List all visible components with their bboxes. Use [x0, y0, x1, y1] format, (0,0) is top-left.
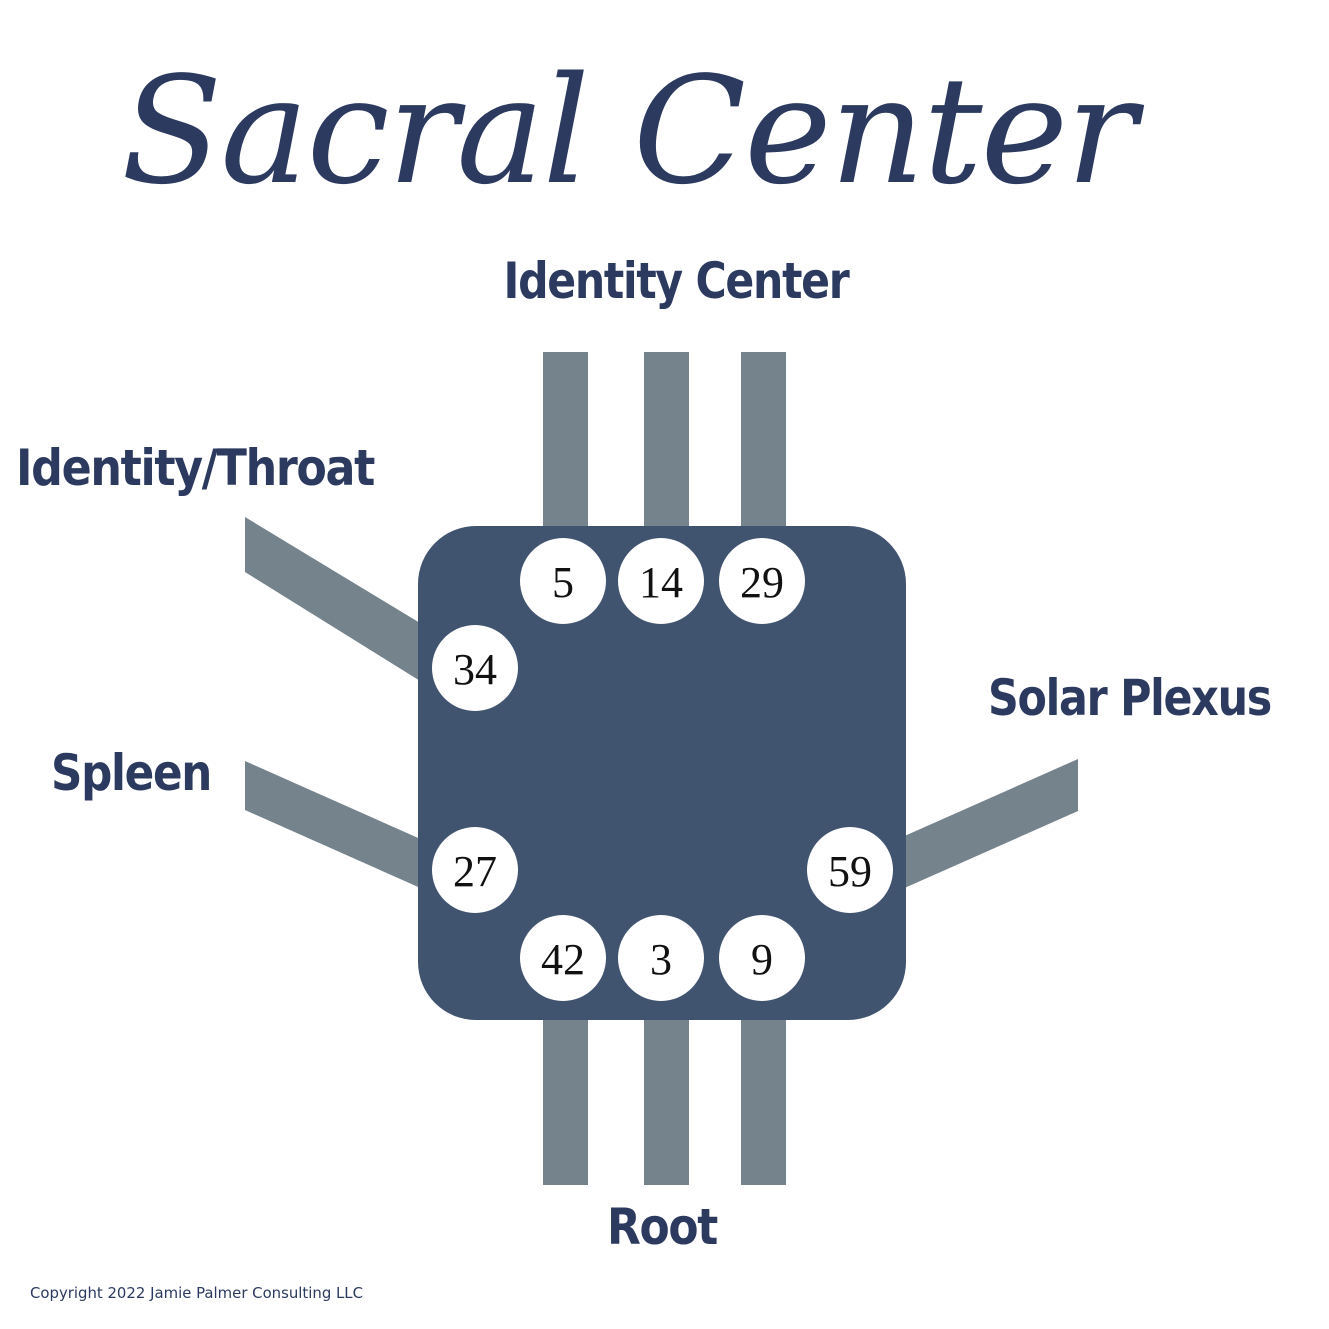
- copyright-notice: Copyright 2022 Jamie Palmer Consulting L…: [30, 1284, 363, 1302]
- gate-circle: [807, 827, 893, 913]
- channel-solar-plexus: [900, 759, 1078, 890]
- gate-34: 34: [432, 625, 518, 711]
- channel-bottom-3: [741, 1010, 786, 1185]
- label-solar-plexus: Solar Plexus: [988, 669, 1271, 727]
- gate-number: 14: [639, 558, 683, 607]
- gate-14: 14: [618, 538, 704, 624]
- gate-number: 42: [541, 935, 585, 984]
- channel-top-2: [644, 352, 689, 532]
- bottom-channels: [543, 1010, 786, 1185]
- sacral-center-box: [418, 526, 906, 1020]
- gate-59: 59: [807, 827, 893, 913]
- top-channels: [543, 352, 786, 532]
- gate-circle: [432, 827, 518, 913]
- gate-27: 27: [432, 827, 518, 913]
- label-spleen: Spleen: [51, 744, 211, 802]
- channel-top-1: [543, 352, 588, 532]
- gate-circle: [719, 915, 805, 1001]
- channel-identity-throat: [245, 517, 425, 684]
- gate-number: 5: [552, 558, 574, 607]
- gate-circle: [618, 915, 704, 1001]
- channel-bottom-1: [543, 1010, 588, 1185]
- gate-9: 9: [719, 915, 805, 1001]
- gate-number: 9: [751, 935, 773, 984]
- label-root: Root: [607, 1198, 718, 1256]
- gate-5: 5: [520, 538, 606, 624]
- gate-42: 42: [520, 915, 606, 1001]
- gate-number: 59: [828, 847, 872, 896]
- channel-spleen: [245, 761, 425, 890]
- label-identity-throat: Identity/Throat: [16, 439, 375, 497]
- gate-number: 29: [740, 558, 784, 607]
- gate-circle: [719, 538, 805, 624]
- gate-circle: [618, 538, 704, 624]
- diagram-title: Sacral Center: [121, 45, 1145, 217]
- gate-circle: [432, 625, 518, 711]
- gate-29: 29: [719, 538, 805, 624]
- channel-top-3: [741, 352, 786, 532]
- gate-3: 3: [618, 915, 704, 1001]
- label-identity-center: Identity Center: [504, 252, 851, 310]
- channel-bottom-2: [644, 1010, 689, 1185]
- gate-circle: [520, 915, 606, 1001]
- gate-number: 34: [453, 645, 497, 694]
- gate-number: 3: [650, 935, 672, 984]
- gate-number: 27: [453, 847, 497, 896]
- gate-circle: [520, 538, 606, 624]
